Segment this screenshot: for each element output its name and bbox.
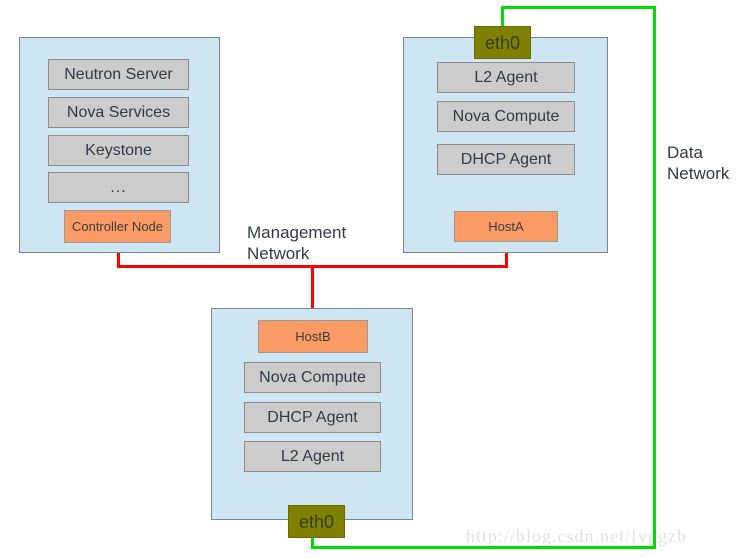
mgmt-wire-controller-stub <box>117 252 120 268</box>
controller-service-neutron-server[interactable]: Neutron Server <box>48 59 189 90</box>
host-b-service-l2-agent[interactable]: L2 Agent <box>244 441 381 472</box>
service-label: Keystone <box>85 141 152 159</box>
host-b-eth0-nic[interactable]: eth0 <box>288 505 345 538</box>
service-label: L2 Agent <box>280 447 345 465</box>
hostname-label: HostB <box>295 329 331 344</box>
service-label: DHCP Agent <box>267 408 358 426</box>
mgmt-wire-hostb-stub <box>311 265 314 310</box>
service-label: ... <box>110 178 127 196</box>
service-label: Nova Services <box>66 103 171 121</box>
controller-service-more[interactable]: ... <box>48 172 189 203</box>
host-a-eth0-nic[interactable]: eth0 <box>474 26 531 59</box>
service-label: Neutron Server <box>64 65 173 83</box>
controller-node-hostname-chip[interactable]: Controller Node <box>64 210 171 243</box>
host-a-service-l2-agent[interactable]: L2 Agent <box>437 62 575 93</box>
nic-label: eth0 <box>484 32 521 53</box>
data-wire-right-trunk <box>653 6 656 549</box>
service-label: L2 Agent <box>474 68 538 86</box>
service-label: Nova Compute <box>452 107 560 125</box>
watermark-text: http://blog.csdn.net/fyggzb <box>466 526 687 546</box>
host-a-service-dhcp-agent[interactable]: DHCP Agent <box>437 144 575 175</box>
data-wire-hosta-stub <box>501 6 504 36</box>
controller-service-keystone[interactable]: Keystone <box>48 135 189 166</box>
nic-label: eth0 <box>298 511 335 532</box>
host-b-hostname-chip[interactable]: HostB <box>258 320 368 353</box>
host-a-hostname-chip[interactable]: HostA <box>454 211 558 242</box>
controller-service-nova-services[interactable]: Nova Services <box>48 97 189 128</box>
mgmt-wire-hosta-stub <box>505 252 508 268</box>
host-b-service-dhcp-agent[interactable]: DHCP Agent <box>244 402 381 433</box>
hostname-label: Controller Node <box>71 219 164 234</box>
service-label: Nova Compute <box>259 368 366 386</box>
host-b-service-nova-compute[interactable]: Nova Compute <box>244 362 381 393</box>
host-a-service-nova-compute[interactable]: Nova Compute <box>437 101 575 132</box>
management-network-label: Management Network <box>247 223 347 263</box>
data-wire-top <box>501 6 656 9</box>
data-wire-bottom <box>311 546 656 549</box>
data-network-label: Data Network <box>667 143 730 183</box>
service-label: DHCP Agent <box>460 150 552 168</box>
hostname-label: HostA <box>488 219 524 234</box>
